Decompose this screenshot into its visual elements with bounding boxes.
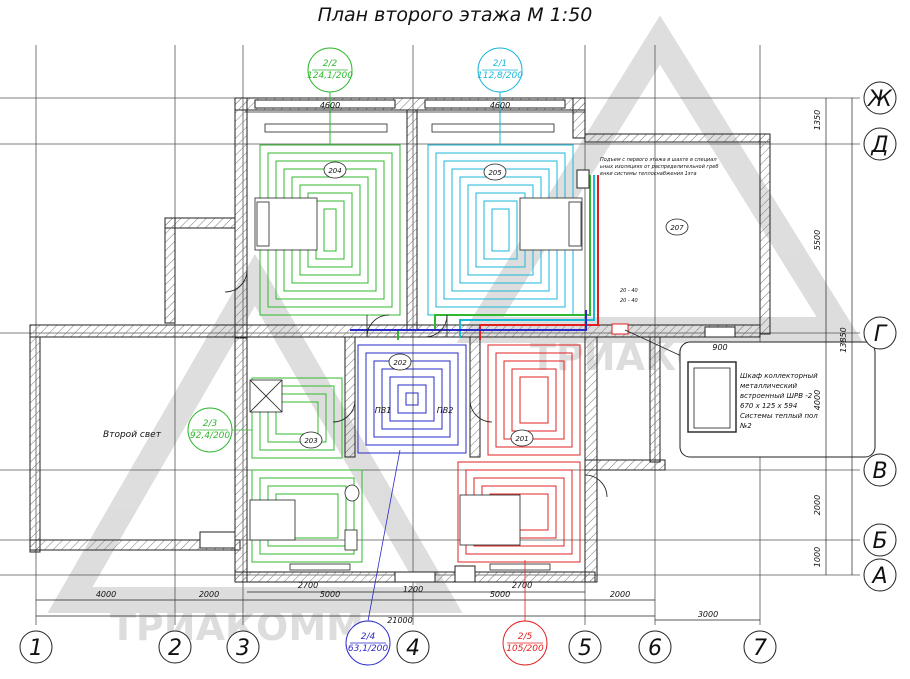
pipe-mark: 20 - 40 (620, 288, 638, 294)
room-number: 205 (488, 169, 502, 177)
dim-right: 1000 (813, 547, 822, 567)
loop-spec: 105/200 (506, 644, 544, 654)
dim-right: 4000 (813, 390, 822, 410)
dim-right: 5500 (813, 230, 822, 250)
room-label-pv2: ПВ2 (437, 406, 454, 415)
loop-id: 2/3 (203, 419, 218, 429)
cabinet-note-line: Шкаф коллекторный (740, 372, 818, 380)
row-axis-label: А (870, 564, 887, 589)
dim-bottom-outer: 4000 (96, 590, 116, 599)
dim-bottom-inner: 2700 (512, 581, 532, 590)
loop-id: 2/5 (518, 632, 533, 642)
dim-bottom-inner: 2700 (298, 581, 318, 590)
cabinet-note-line: Системы теплый пол (740, 412, 818, 420)
furniture (249, 197, 583, 551)
loop-id: 2/1 (493, 59, 507, 69)
room-label-pv1: ПВ1 (375, 406, 392, 415)
dim-bottom-outer: 2000 (610, 590, 630, 599)
loop-spec: 112,8/200 (477, 71, 523, 81)
dim-bottom-outer: 3000 (698, 610, 718, 619)
cabinet-note-line: металлический (740, 382, 798, 390)
doors (224, 269, 608, 498)
loop-spec: 124,1/200 (307, 71, 353, 81)
riser-note: енки системы теплоснабжения 1эта (600, 171, 697, 177)
riser-note: Подъем с первого этажа в шахте в специал (600, 157, 717, 163)
row-axis-markers (863, 81, 897, 592)
dim-bottom-inner: 1200 (403, 585, 423, 594)
riser-note: ьных изоляциях от распределительной греб (600, 164, 718, 170)
column-axis-label: 3 (236, 636, 250, 661)
dimension-lines (36, 98, 853, 621)
loop-id: 2/4 (361, 632, 376, 642)
radiators (264, 123, 555, 571)
row-axis-label: Г (874, 322, 888, 347)
dim-total: 21000 (387, 616, 412, 625)
dim-top: 4600 (320, 101, 340, 110)
room-number: 207 (670, 224, 684, 232)
loop-spec: 63,1/200 (348, 644, 389, 654)
pipe-mark: 20 - 40 (620, 298, 638, 304)
dim-bottom-inner: 5000 (320, 590, 340, 599)
row-axis-label: Д (870, 133, 888, 158)
cabinet-note-line: 670 х 125 х 594 (740, 402, 797, 410)
column-axis-label: 2 (168, 636, 182, 661)
cabinet-note-line: №2 (739, 422, 752, 430)
dim-900: 900 (712, 343, 727, 352)
room-number: 204 (328, 167, 341, 175)
dim-right: 2000 (813, 495, 822, 515)
column-axis-markers (19, 630, 777, 664)
riser-shaft (576, 169, 590, 189)
column-axis-label: 6 (648, 636, 662, 661)
column-axis-label: 4 (406, 636, 420, 661)
dim-bottom-outer: 2000 (199, 590, 219, 599)
loop-id: 2/2 (323, 59, 338, 69)
column-axis-label: 1 (29, 636, 43, 661)
dim-right: 13850 (839, 327, 848, 352)
room-number: 203 (304, 437, 317, 445)
loop-callout-leaders (232, 429, 526, 622)
room-tags (299, 161, 689, 449)
room-number: 201 (515, 435, 528, 443)
windows (199, 99, 736, 583)
heating-loop-202 (357, 344, 467, 454)
row-axis-label: В (872, 459, 887, 484)
drawing-title: План второго этажа М 1:50 (317, 4, 593, 26)
row-axis-label: Б (872, 529, 887, 554)
dim-bottom-inner: 5000 (490, 590, 510, 599)
column-axis-label: 7 (753, 636, 767, 661)
column-axis-label: 5 (578, 636, 592, 661)
dim-top: 4600 (490, 101, 510, 110)
room-label-second-light: Второй свет (103, 430, 162, 440)
cabinet-note-line: встроенный ШРВ -2 (740, 392, 813, 400)
dim-right: 1350 (813, 110, 822, 130)
supply-pipes (329, 80, 599, 340)
labels: 1 2 3 4 5 6 7 ЖД Г В БА 204 205 207 202 203 201 Второй св… (29, 59, 893, 661)
room-number: 202 (393, 359, 407, 367)
loop-spec: 92,4/200 (190, 431, 231, 441)
row-axis-label: Ж (866, 87, 893, 112)
